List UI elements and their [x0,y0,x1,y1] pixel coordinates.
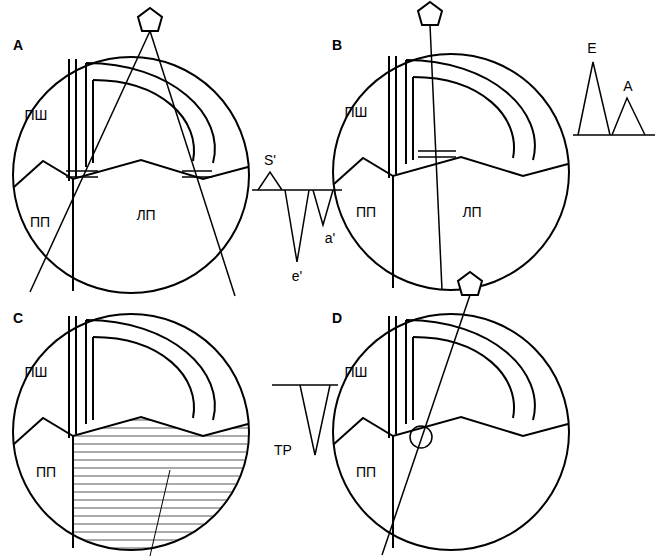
chamber-label: ПП [356,465,376,479]
wave-label: E [587,41,596,55]
panel-letter: C [13,311,23,325]
chamber-label: ПП [356,205,376,219]
chamber-label: ПШ [25,365,48,379]
chamber-label: ПШ [25,108,48,122]
panel-letter: B [332,38,342,52]
chamber-label: ЛП [136,208,155,222]
wave-label: A [623,79,632,93]
wave-label: e' [292,269,302,283]
wave-label: S' [264,153,276,167]
panel-letter: A [13,38,23,52]
panel-letter: D [332,311,342,325]
chamber-label: ПП [30,215,50,229]
chamber-label: ПШ [345,105,368,119]
wave-label: a' [325,231,335,245]
chamber-label: ЛП [462,205,481,219]
chamber-label: ПП [36,465,56,479]
wave-label: ТР [274,443,292,457]
chamber-label: ПШ [345,365,368,379]
